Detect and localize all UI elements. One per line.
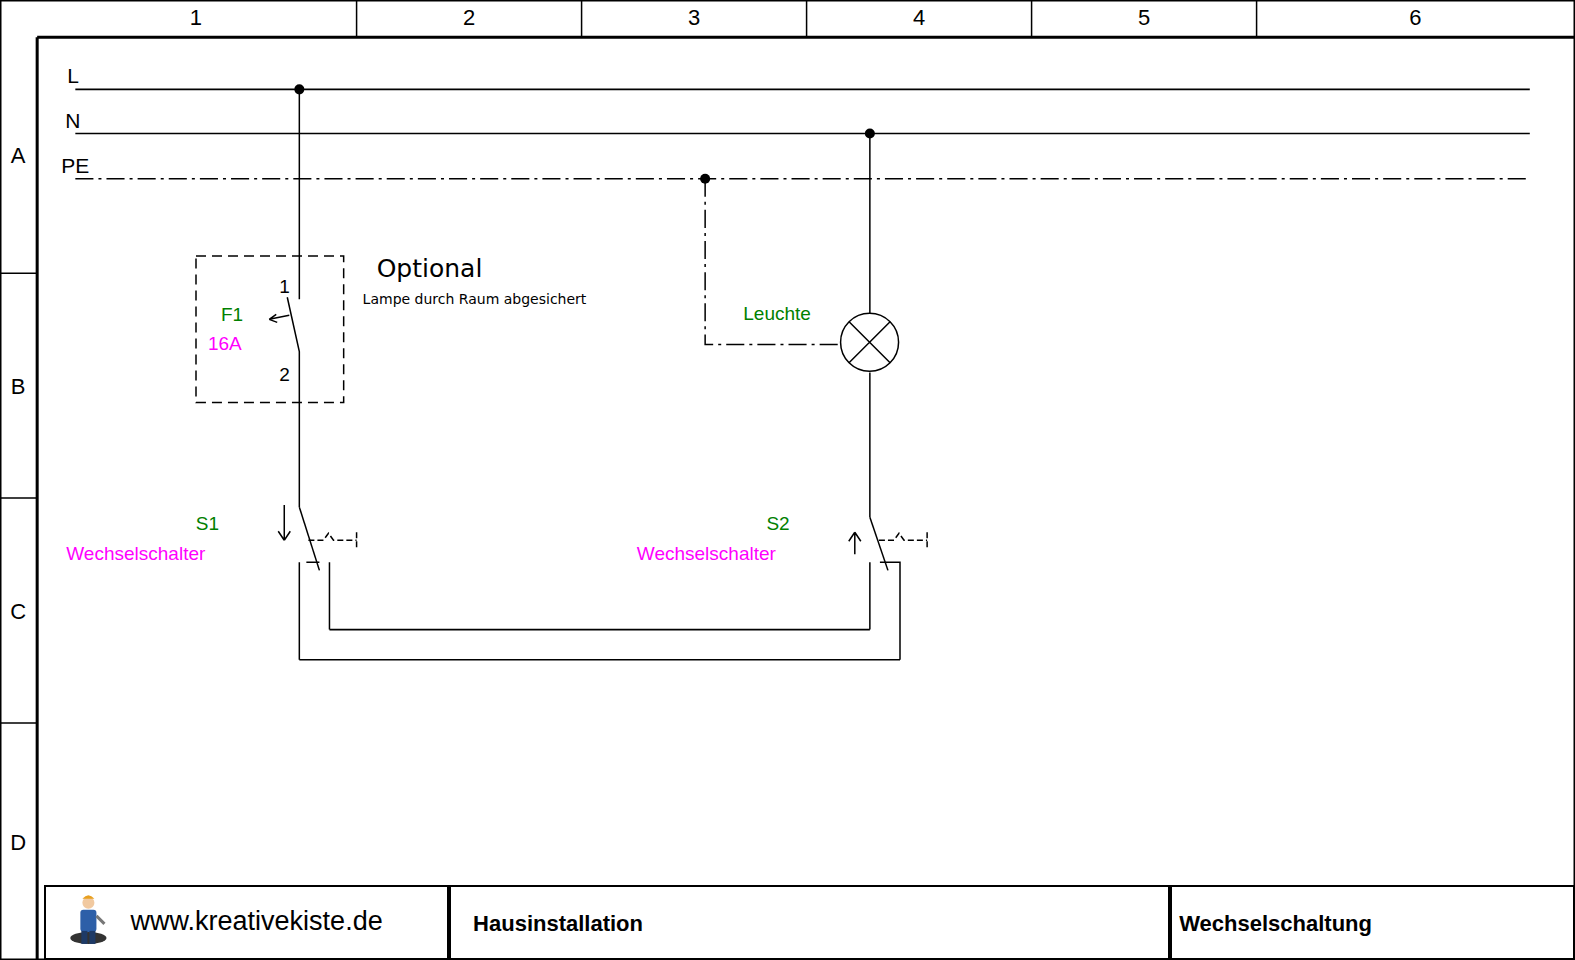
lamp-cross xyxy=(849,322,890,363)
breaker-trip-arrow xyxy=(269,314,289,322)
column-number: 2 xyxy=(463,5,475,30)
column-number: 6 xyxy=(1409,5,1421,30)
lamp: Leuchte xyxy=(741,301,901,374)
device-tag: F1 xyxy=(221,304,243,326)
logo-hammer xyxy=(96,916,104,924)
logo-leg xyxy=(81,931,87,944)
title-cell: Wechselschaltung xyxy=(1170,885,1575,960)
logo-body xyxy=(80,910,96,932)
switch-blade xyxy=(299,507,319,570)
pe-line xyxy=(75,178,1529,180)
traveller-wire xyxy=(299,659,900,661)
device-type: Wechselschalter xyxy=(66,543,205,565)
logo-helmet xyxy=(82,895,94,899)
device-name: Leuchte xyxy=(743,303,811,325)
junction-dots xyxy=(294,84,875,183)
bus-lines xyxy=(75,89,1529,178)
switch-actuator xyxy=(879,532,927,548)
wire xyxy=(869,134,871,314)
row-letter: B xyxy=(11,374,26,399)
wire xyxy=(299,89,301,299)
logo-tool xyxy=(70,932,106,944)
phase-line xyxy=(75,89,1529,91)
wire xyxy=(869,373,871,518)
pe-wire xyxy=(705,179,841,345)
row-letter: C xyxy=(10,599,26,624)
row-letter: A xyxy=(11,143,26,168)
switch-actuator xyxy=(308,532,356,548)
note-heading: Optional xyxy=(377,255,483,284)
fuse-box-outline xyxy=(195,255,345,404)
column-number: 4 xyxy=(913,5,925,30)
row-letter: D xyxy=(10,830,26,855)
terminal-number: 2 xyxy=(279,364,290,386)
title-text: Wechselschaltung xyxy=(1179,911,1372,936)
device-type: Wechselschalter xyxy=(637,543,776,565)
row-dividers xyxy=(0,273,37,723)
title-cell: Hausinstallation xyxy=(449,885,1170,960)
conductor-name: N xyxy=(65,109,80,133)
title-text: www.kreativekiste.de xyxy=(131,906,383,937)
rating: 16A xyxy=(208,333,242,355)
actuation-arrow xyxy=(849,532,861,554)
dashed-outline xyxy=(196,256,344,403)
switch-contacts xyxy=(870,562,900,659)
conductor-name: L xyxy=(67,64,79,88)
wires xyxy=(269,89,927,659)
column-number: 1 xyxy=(190,5,202,30)
note-text: Lampe durch Raum abgesichert xyxy=(363,291,587,307)
device-tag: S1 xyxy=(196,513,219,535)
neutral-line xyxy=(75,133,1529,135)
actuation-arrow xyxy=(278,505,290,540)
title-cell: www.kreativekiste.de xyxy=(44,885,449,960)
lamp-circle xyxy=(841,313,899,371)
lamp-symbol xyxy=(841,313,899,371)
logo-figure xyxy=(70,895,106,944)
traveller-wire xyxy=(329,629,869,631)
title-text: Hausinstallation xyxy=(473,911,643,936)
column-dividers xyxy=(357,0,1257,37)
conductor-name: PE xyxy=(61,154,89,178)
fuse-box: 1F1 16A 2 xyxy=(195,255,345,404)
inner-border xyxy=(37,37,1575,960)
switch-contacts xyxy=(299,562,329,659)
logo-leg xyxy=(89,931,95,944)
terminal-number: 1 xyxy=(279,276,290,298)
column-number: 5 xyxy=(1138,5,1150,30)
device-tag: S2 xyxy=(766,513,789,535)
column-number: 3 xyxy=(688,5,700,30)
